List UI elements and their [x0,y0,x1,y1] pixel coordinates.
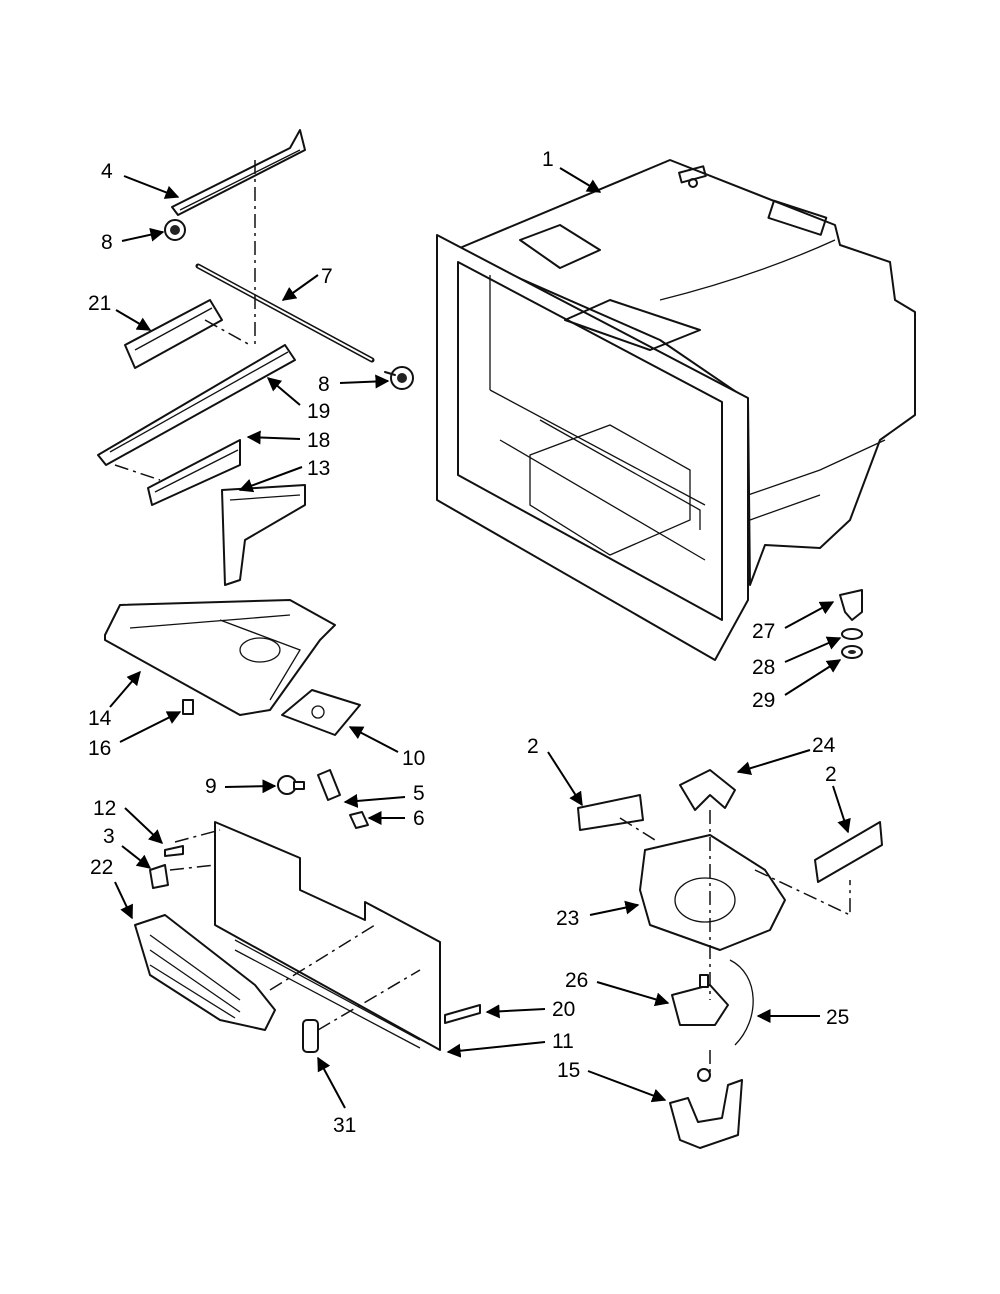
part-23-fan-shroud [639,834,786,951]
callout-13: 13 [307,457,330,480]
callout-10: 10 [402,747,425,770]
callout-6: 6 [413,807,425,830]
part-2-pad-left [577,794,644,831]
part-11-rear-panel [214,821,441,1051]
callout-22: 22 [90,856,113,879]
callout-14: 14 [88,707,112,730]
assembly-dash-lines [114,160,851,1075]
part-4-rail [171,129,306,216]
callout-3: 3 [103,825,115,848]
callout-27: 27 [752,620,775,643]
part-16-clip [182,699,194,715]
callout-31: 31 [333,1114,356,1137]
callout-5: 5 [413,782,425,805]
part-20-foam-strip [444,1004,481,1024]
callout-19: 19 [307,400,330,423]
part-1-freezer-liner [436,159,916,661]
callout-25: 25 [826,1006,849,1029]
callout-24: 24 [812,734,836,757]
callout-2-right: 2 [825,763,837,786]
callout-20: 20 [552,998,575,1021]
callout-9: 9 [205,775,217,798]
part-21-slide-bracket [124,299,223,369]
callout-8-upper: 8 [101,231,113,254]
callout-16: 16 [88,737,111,760]
part-28-ring [841,628,863,640]
part-22-grille [134,914,276,1031]
callout-29: 29 [752,689,775,712]
part-7-shaft [195,263,375,363]
callout-4: 4 [101,160,113,183]
part-25-wire [729,959,754,1046]
callout-2-left: 2 [527,735,539,758]
leader-lines [109,167,851,1109]
callout-15: 15 [557,1059,580,1082]
callout-7: 7 [321,265,333,288]
callout-11: 11 [552,1030,574,1053]
callout-1: 1 [542,148,554,171]
part-27-drain-cup [839,589,863,621]
part-8-gear-upper [164,219,186,241]
part-19-long-slide [97,344,296,466]
part-29-cap [841,645,863,659]
callout-18: 18 [307,429,330,452]
part-26-fan-motor [671,974,729,1026]
part-9-bulb [277,775,305,795]
part-6-socket-nut [349,811,369,829]
part-18-slide [147,439,241,506]
callout-labels: 1 4 8 7 21 8 19 18 13 14 16 10 9 5 6 12 … [88,148,849,1137]
callout-8-lower: 8 [318,373,330,396]
part-31-clip [302,1019,319,1053]
part-24-fan-blade [679,769,736,811]
part-2-pad-right [814,821,883,883]
part-13-bracket [221,484,306,586]
part-3-grille-clip [149,864,169,889]
callout-26: 26 [565,969,588,992]
callout-23: 23 [556,907,579,930]
part-5-lamp-socket [317,769,341,801]
callout-28: 28 [752,656,775,679]
callout-21: 21 [88,292,111,315]
part-10-gasket-sheet [281,689,361,736]
callout-12: 12 [93,797,116,820]
part-15-motor-bracket [669,1068,743,1149]
part-8-gear-lower [384,366,414,390]
part-12-screw [164,845,184,857]
part-14-base-tray [104,599,336,716]
